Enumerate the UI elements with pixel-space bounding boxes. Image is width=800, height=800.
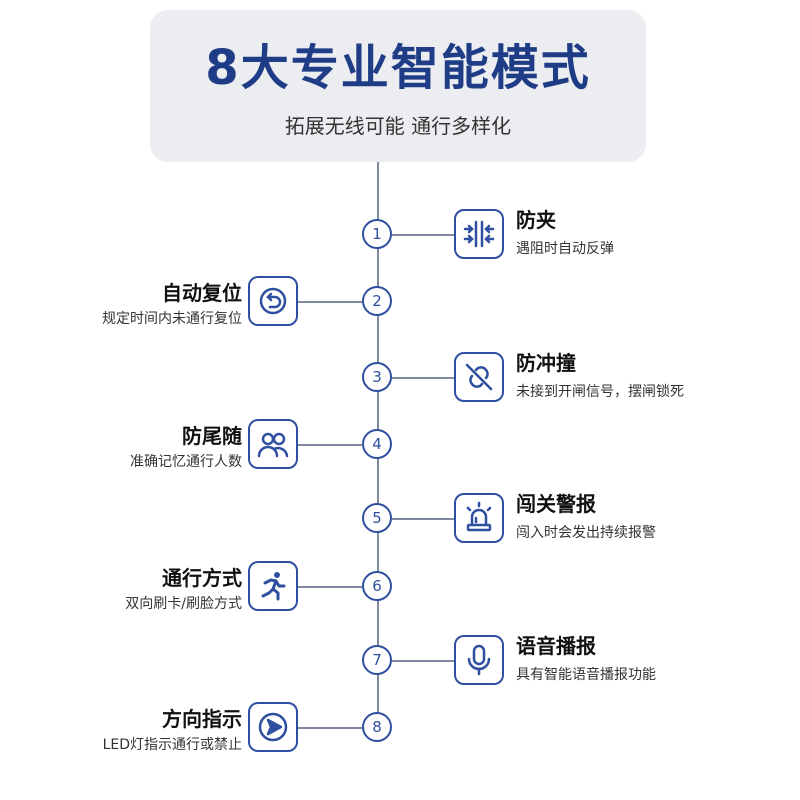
connector-line	[392, 660, 454, 662]
feature-title: 闯关警报	[516, 492, 596, 516]
step-marker: 2	[362, 286, 392, 316]
feature-desc: LED灯指示通行或禁止	[102, 737, 242, 753]
feature-desc: 遇阻时自动反弹	[516, 241, 614, 257]
direction-arrow-icon	[248, 702, 298, 752]
feature-desc: 双向刷卡/刷脸方式	[125, 596, 242, 612]
feature-desc: 未接到开闸信号，摆闸锁死	[516, 384, 684, 400]
anti-pinch-icon	[454, 209, 504, 259]
step-marker: 8	[362, 712, 392, 742]
header-panel: 8大专业智能模式 拓展无线可能 通行多样化	[150, 10, 646, 162]
anti-collision-icon	[454, 352, 504, 402]
connector-line	[298, 301, 362, 303]
page-title: 8大专业智能模式	[205, 40, 591, 96]
feature-title: 通行方式	[162, 566, 242, 590]
feature-title: 防夹	[516, 208, 556, 232]
reset-icon	[248, 276, 298, 326]
step-marker: 7	[362, 645, 392, 675]
feature-title: 语音播报	[516, 634, 596, 658]
connector-line	[392, 234, 454, 236]
connector-line	[298, 727, 362, 729]
feature-title: 方向指示	[162, 707, 242, 731]
feature-desc: 准确记忆通行人数	[130, 454, 242, 470]
microphone-icon	[454, 635, 504, 685]
feature-title: 防冲撞	[516, 351, 576, 375]
feature-desc: 规定时间内未通行复位	[102, 311, 242, 327]
connector-line	[392, 377, 454, 379]
page-subtitle: 拓展无线可能 通行多样化	[284, 114, 512, 138]
feature-desc: 具有智能语音播报功能	[516, 667, 656, 683]
step-marker: 4	[362, 429, 392, 459]
connector-line	[392, 518, 454, 520]
running-person-icon	[248, 561, 298, 611]
step-marker: 1	[362, 219, 392, 249]
feature-desc: 闯入时会发出持续报警	[516, 525, 656, 541]
people-icon	[248, 419, 298, 469]
feature-title: 自动复位	[162, 281, 242, 305]
step-marker: 3	[362, 362, 392, 392]
connector-line	[298, 444, 362, 446]
alarm-light-icon	[454, 493, 504, 543]
feature-title: 防尾随	[182, 424, 242, 448]
connector-line	[298, 586, 362, 588]
step-marker: 6	[362, 571, 392, 601]
step-marker: 5	[362, 503, 392, 533]
